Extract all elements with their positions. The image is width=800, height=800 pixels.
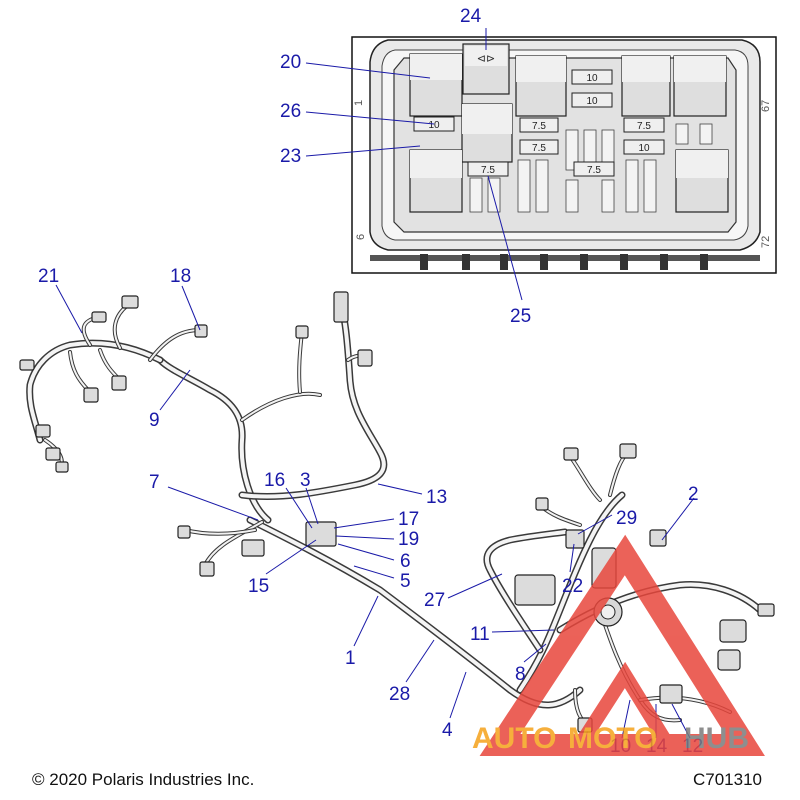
callout-11: 11 — [470, 624, 490, 645]
harness-drawing — [19, 291, 775, 733]
callout-16: 16 — [264, 470, 285, 491]
callout-1: 1 — [345, 648, 356, 669]
fuse-label: 7.5 — [532, 121, 546, 132]
callout-4: 4 — [442, 720, 453, 741]
callout-8: 8 — [515, 664, 526, 685]
callout-25: 25 — [510, 306, 531, 327]
callout-26: 26 — [280, 101, 301, 122]
relay-20 — [409, 53, 463, 117]
watermark-auto: AUTO — [472, 722, 556, 755]
callout-6: 6 — [400, 551, 411, 572]
watermark-hub: HUB — [684, 722, 749, 755]
fuse-label: 7.5 — [637, 121, 651, 132]
pin-label: 1 — [353, 100, 365, 106]
callout-29: 29 — [616, 508, 637, 529]
callout-27: 27 — [424, 590, 445, 611]
svg-text:⊲⊳: ⊲⊳ — [477, 53, 495, 65]
fuse-label: 7.5 — [587, 165, 601, 176]
callout-21: 21 — [38, 266, 59, 287]
pin-label: 67 — [760, 100, 772, 112]
fuse-label: 10 — [428, 120, 440, 131]
callout-19: 19 — [398, 529, 419, 550]
fuse-label: 7.5 — [481, 165, 495, 176]
callout-22: 22 — [562, 576, 583, 597]
callout-28: 28 — [389, 684, 410, 705]
callout-20: 20 — [280, 52, 301, 73]
callout-9: 9 — [149, 410, 160, 431]
automotohub-watermark: AUTO MOTO HUB — [472, 534, 765, 756]
callout-7: 7 — [149, 472, 160, 493]
callout-18: 18 — [170, 266, 191, 287]
callout-2: 2 — [688, 484, 699, 505]
fuse-label: 7.5 — [532, 143, 546, 154]
callout-3: 3 — [300, 470, 311, 491]
callout-5: 5 — [400, 571, 411, 592]
fuse-label: 10 — [586, 73, 598, 84]
callout-23: 23 — [280, 146, 301, 167]
watermark-moto: MOTO — [568, 722, 657, 755]
fuse-label: 10 — [586, 96, 598, 107]
callout-17: 17 — [398, 509, 419, 530]
copyright-text: © 2020 Polaris Industries Inc. — [32, 770, 254, 789]
callout-24: 24 — [460, 6, 482, 27]
fuse-label: 10 — [638, 143, 650, 154]
callout-15: 15 — [248, 576, 269, 597]
pin-label: 72 — [760, 236, 772, 248]
fuse-box-inset: ⊲⊳ 10 10 10 7.5 — [351, 36, 777, 274]
pin-label: 6 — [355, 234, 367, 240]
fuse-row: 10 10 10 7.5 7.5 7.5 10 7.5 7.5 — [413, 69, 665, 177]
diagram-code: C701310 — [693, 770, 762, 789]
leader-lines — [55, 28, 695, 739]
callout-13: 13 — [426, 487, 447, 508]
